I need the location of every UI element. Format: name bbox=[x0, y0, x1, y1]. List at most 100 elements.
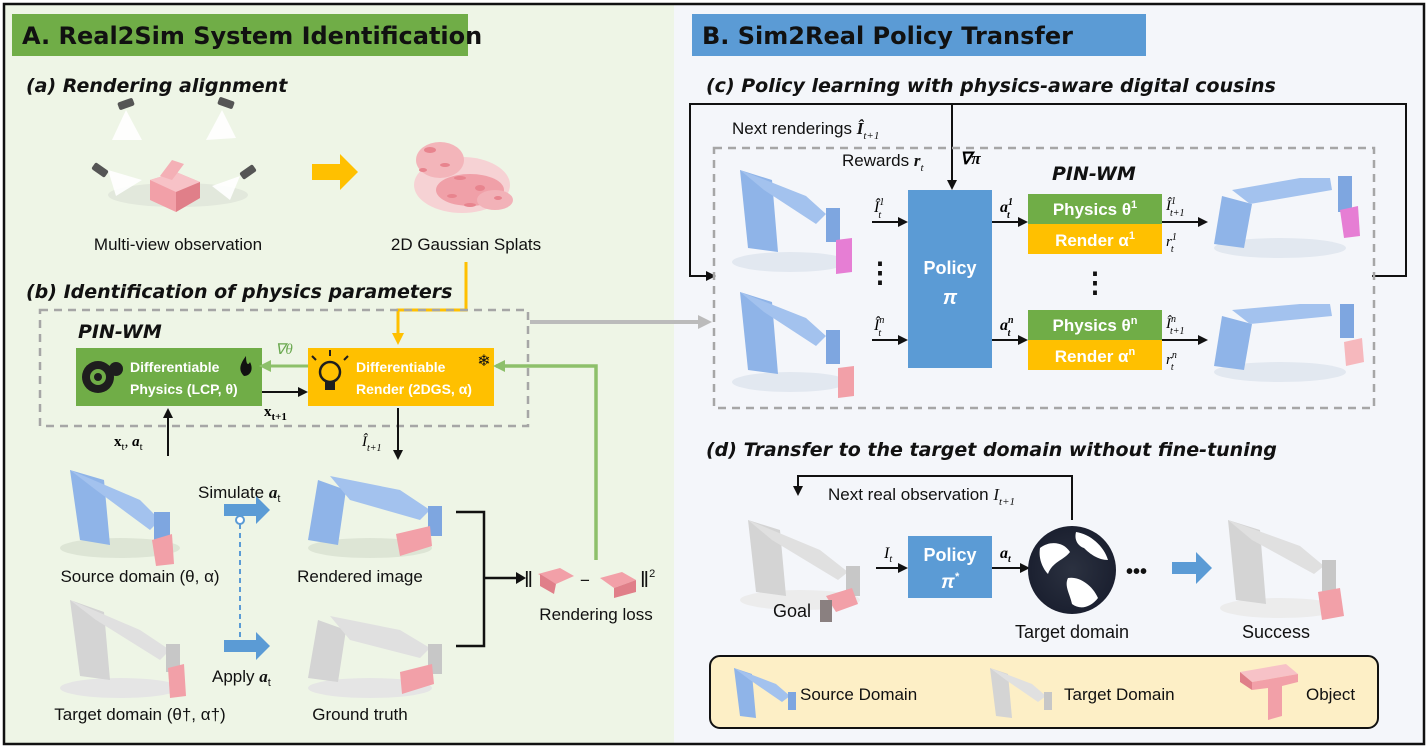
rendern-box bbox=[1028, 340, 1162, 370]
grad-theta-label: ∇θ bbox=[275, 342, 293, 358]
snowflake-icon: ❄ bbox=[477, 353, 490, 370]
norm-minus: − bbox=[580, 571, 590, 590]
policy-symbol: π bbox=[943, 287, 958, 309]
simulate-label: Simulate at bbox=[198, 483, 280, 505]
robot-target-a bbox=[60, 600, 186, 698]
lightbulb-icon bbox=[311, 350, 349, 390]
apply-label: Apply at bbox=[212, 667, 271, 689]
source-domain-label: Source domain (θ, α) bbox=[60, 567, 219, 586]
ground-truth-label: Ground truth bbox=[312, 705, 407, 724]
panel-a-title: A. Real2Sim System Identification bbox=[22, 22, 482, 50]
diff-render-box bbox=[308, 348, 494, 406]
render1-box bbox=[1028, 224, 1162, 254]
target-domain-label: Target domain (θ†, α†) bbox=[54, 705, 225, 724]
legend-target-robot bbox=[990, 668, 1052, 718]
dots-left: ⋮ bbox=[866, 257, 894, 288]
digital-cousins-box bbox=[712, 146, 1376, 410]
next-real-loop bbox=[793, 475, 1073, 520]
legend-source-robot bbox=[734, 668, 796, 718]
multiview-label: Multi-view observation bbox=[94, 235, 262, 254]
robot-source-cn bbox=[732, 292, 854, 398]
subtitle-c: (c) Policy learning with physics-aware d… bbox=[706, 75, 1276, 97]
policy-star-box bbox=[908, 536, 992, 598]
next-renderings-label: Next renderings Ît+1 bbox=[732, 119, 879, 142]
robot-goal bbox=[740, 520, 860, 622]
legend-object bbox=[1240, 664, 1298, 720]
panel-b-title-box bbox=[692, 14, 1146, 56]
gaussian-splats-illustration bbox=[414, 142, 513, 213]
diff-physics-line1: Differentiable bbox=[130, 359, 220, 375]
obs-label: It bbox=[883, 545, 892, 565]
rewards-label: Rewards rt bbox=[842, 151, 924, 174]
loss-object-truth bbox=[600, 572, 636, 598]
norm-close: ‖2 bbox=[640, 567, 655, 592]
success-label: Success bbox=[1242, 622, 1310, 642]
render-output-label: Ît+1 bbox=[361, 433, 382, 454]
grad-pi-label: ∇π bbox=[960, 149, 981, 168]
robot-success bbox=[1220, 520, 1344, 620]
robot-output-cn bbox=[1214, 304, 1364, 382]
dots-middle: ⋮ bbox=[1081, 267, 1109, 298]
state-action-label: xt, at bbox=[114, 434, 143, 453]
loss-bracket bbox=[456, 510, 522, 648]
success-arrow bbox=[1172, 552, 1212, 584]
loss-object-rendered bbox=[538, 568, 574, 594]
simulate-arrow bbox=[224, 496, 270, 524]
apply-arrow bbox=[224, 632, 270, 660]
policy-label: Policy bbox=[923, 258, 976, 278]
target-domain-d-label: Target domain bbox=[1015, 622, 1129, 642]
legend-object-label: Object bbox=[1306, 685, 1355, 704]
diff-physics-line2: Physics (LCP, θ) bbox=[130, 381, 238, 397]
fire-icon bbox=[240, 356, 252, 376]
goal-label: Goal bbox=[773, 601, 811, 621]
pinwm-label-a: PIN-WM bbox=[78, 321, 162, 343]
subtitle-a: (a) Rendering alignment bbox=[26, 75, 288, 97]
render1-label: Render α1 bbox=[1055, 230, 1135, 250]
legend-target-label: Target Domain bbox=[1064, 685, 1175, 704]
multiview-illustration bbox=[91, 97, 257, 212]
panel-a-title-box bbox=[12, 14, 468, 56]
robot-source-a bbox=[60, 470, 180, 566]
robot-rendered bbox=[308, 476, 442, 558]
rendering-loss-label: Rendering loss bbox=[539, 605, 652, 624]
physicsn-box bbox=[1028, 310, 1162, 340]
rendered-image-label: Rendered image bbox=[297, 567, 423, 586]
physics1-label: Physics θ1 bbox=[1053, 199, 1137, 219]
policy-star-label: Policy bbox=[923, 545, 976, 565]
ellipsis-dots: ••• bbox=[1126, 561, 1147, 583]
next-renderings-loop bbox=[689, 103, 1407, 281]
next-real-label: Next real observation It+1 bbox=[828, 485, 1015, 508]
policy-star-symbol: π* bbox=[941, 571, 960, 593]
diff-render-line2: Render (2DGS, α) bbox=[356, 381, 472, 397]
gaussian-label: 2D Gaussian Splats bbox=[391, 235, 541, 254]
pinwm-label-b: PIN-WM bbox=[1052, 163, 1136, 185]
norm-open: ‖ bbox=[524, 567, 533, 592]
rendern-label: Render αn bbox=[1055, 346, 1136, 366]
legend-source-label: Source Domain bbox=[800, 685, 917, 704]
alignment-arrow bbox=[312, 154, 358, 190]
loss-feedback-arrow bbox=[493, 360, 598, 560]
policy-box bbox=[908, 190, 992, 368]
gear-icon bbox=[82, 361, 123, 393]
subtitle-d: (d) Transfer to the target domain withou… bbox=[706, 439, 1277, 461]
pinwm-box-a bbox=[38, 308, 530, 428]
diff-render-line1: Differentiable bbox=[356, 359, 446, 375]
physics1-box bbox=[1028, 194, 1162, 224]
subtitle-b: (b) Identification of physics parameters bbox=[26, 281, 453, 303]
robot-output-c1 bbox=[1214, 176, 1360, 258]
x-next-label: xt+1 bbox=[264, 404, 287, 423]
panel-b-title: B. Sim2Real Policy Transfer bbox=[702, 22, 1073, 50]
robot-source-c1 bbox=[732, 170, 852, 274]
physicsn-label: Physics θn bbox=[1053, 315, 1138, 335]
